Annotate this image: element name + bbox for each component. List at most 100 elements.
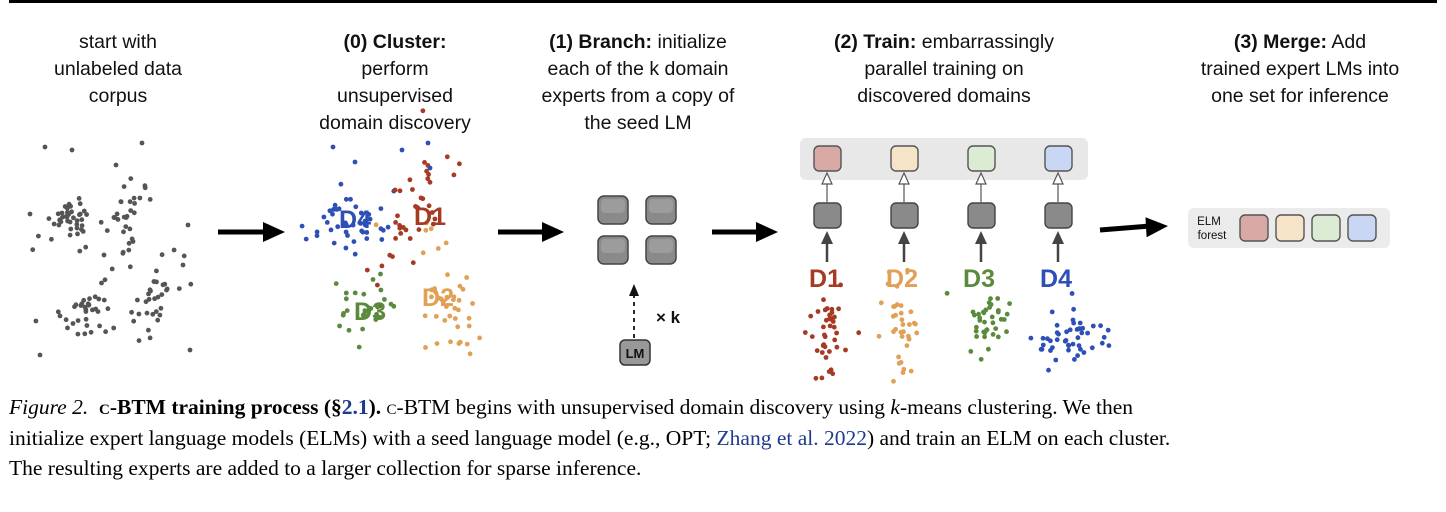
- d1-point: [830, 319, 836, 324]
- data-point: [121, 184, 127, 190]
- d4-point: [379, 237, 385, 242]
- train-column-4: D4: [1040, 145, 1073, 293]
- data-point: [180, 262, 186, 268]
- d3-point: [995, 334, 1001, 340]
- d1-point: [824, 306, 830, 311]
- d4-point: [1069, 291, 1075, 296]
- d3-point: [1004, 329, 1009, 335]
- data-point: [126, 247, 132, 253]
- data-point: [123, 224, 129, 230]
- d2-point: [907, 322, 912, 327]
- d1-point: [457, 161, 462, 167]
- data-point: [126, 240, 132, 246]
- d4-point: [1049, 309, 1055, 315]
- d1-point: [407, 177, 413, 183]
- d3-point: [968, 349, 974, 354]
- train-column-2: D2: [886, 145, 919, 293]
- data-point: [162, 281, 168, 287]
- d1-point: [814, 348, 820, 353]
- d4-point: [338, 181, 344, 187]
- data-point: [84, 323, 90, 328]
- data-point: [105, 306, 111, 312]
- d4-point: [1089, 345, 1095, 351]
- trained-expert-box: [1044, 145, 1073, 172]
- d3-point: [977, 318, 983, 323]
- d3-point: [361, 311, 367, 317]
- caption-citation-link[interactable]: Zhang et al. 2022: [716, 425, 867, 450]
- d1-point: [813, 375, 819, 381]
- forest-label-1: ELM: [1197, 216, 1221, 228]
- branch-experts-grid: × kLM: [597, 195, 681, 366]
- data-point: [188, 281, 194, 287]
- data-point: [70, 321, 76, 326]
- d4-point: [366, 212, 372, 217]
- forest-expert-box-2: [1275, 214, 1305, 242]
- data-point: [127, 226, 133, 232]
- data-point: [64, 205, 70, 211]
- d3-point: [375, 304, 380, 310]
- d1-point: [827, 323, 833, 329]
- data-point: [83, 244, 89, 250]
- cluster-label-d2: D2: [422, 284, 454, 312]
- d2-point: [466, 315, 472, 321]
- data-point: [139, 140, 145, 146]
- d3-point: [982, 319, 987, 325]
- d4-point: [1066, 347, 1071, 353]
- top-rule: [9, 0, 1437, 3]
- d2-point: [423, 345, 428, 350]
- d3-point: [989, 314, 995, 320]
- d4-point: [299, 223, 305, 229]
- data-point: [159, 292, 165, 297]
- d1-point: [843, 347, 848, 353]
- d4-point: [1105, 327, 1111, 333]
- data-point: [57, 313, 63, 319]
- data-point: [92, 294, 98, 300]
- d1-point: [856, 330, 862, 336]
- d1-point: [397, 188, 403, 194]
- data-point: [129, 309, 135, 315]
- caption-section-link[interactable]: 2.1: [341, 395, 369, 419]
- caption-figure-label: Figure 2.: [9, 395, 89, 419]
- data-point: [59, 210, 65, 216]
- d4-point: [1045, 336, 1050, 342]
- data-point: [181, 253, 187, 259]
- d2-point: [890, 313, 896, 319]
- d2-point: [447, 313, 453, 319]
- d2-point: [900, 322, 906, 327]
- d3-point: [988, 296, 993, 301]
- data-point: [111, 215, 117, 220]
- data-point: [137, 195, 143, 201]
- d3-point: [1001, 317, 1007, 322]
- forest-expert-box-1: [1239, 214, 1269, 242]
- trained-expert-box: [967, 145, 996, 172]
- data-point: [46, 216, 52, 222]
- d1-point: [418, 195, 424, 201]
- stage-title-4: (3) Merge: Add: [1234, 31, 1366, 53]
- d3-point: [361, 291, 367, 297]
- data-point: [185, 222, 191, 228]
- d4-point: [1063, 338, 1069, 343]
- data-point: [96, 296, 102, 302]
- d3-point: [377, 314, 383, 320]
- caption-title: -BTM training process (§: [109, 395, 342, 419]
- d4-point: [1078, 346, 1083, 352]
- d4-point: [343, 229, 349, 235]
- d1-point: [838, 282, 843, 288]
- stage-text-line: the seed LM: [584, 112, 691, 134]
- d3-point: [993, 326, 999, 331]
- d3-point: [346, 327, 352, 333]
- data-point: [49, 236, 54, 242]
- d2-point: [451, 294, 457, 300]
- data-point: [142, 185, 148, 191]
- data-point: [67, 219, 73, 225]
- d2-point: [891, 378, 896, 384]
- d1-point: [398, 231, 404, 236]
- d1-point: [427, 179, 433, 185]
- d1-point: [821, 324, 826, 330]
- d1-point: [410, 260, 416, 266]
- figure-caption: Figure 2. c-BTM training process (§2.1).…: [9, 392, 1437, 484]
- d4-point: [1075, 353, 1080, 358]
